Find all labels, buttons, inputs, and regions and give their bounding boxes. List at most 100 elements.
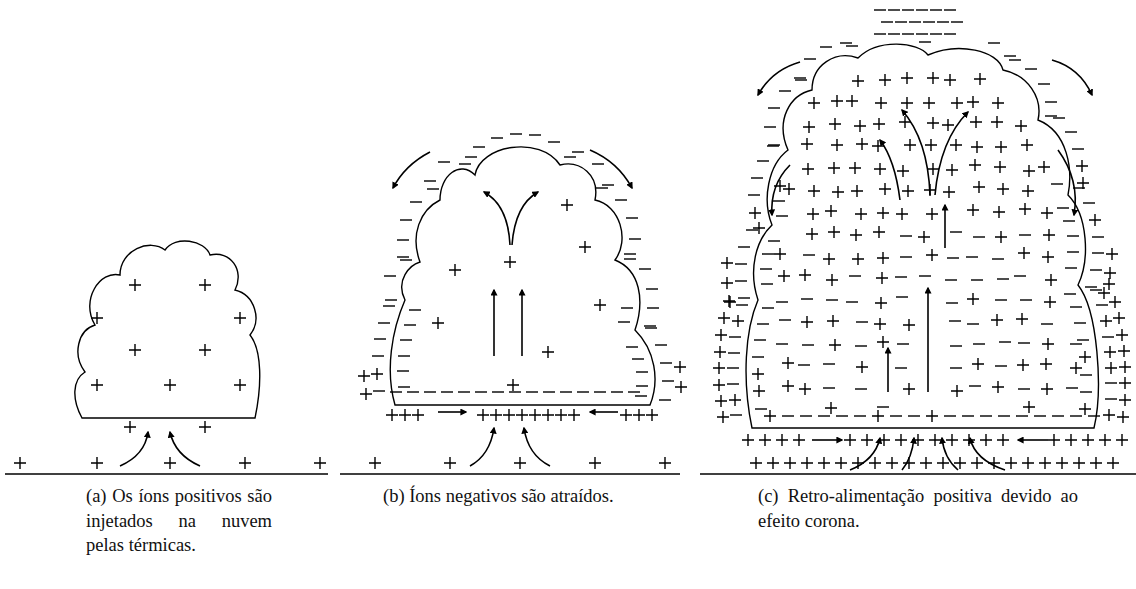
positive-ion [807,208,819,220]
positive-ion [904,139,916,151]
positive-ion [714,346,726,358]
positive-ion [1043,229,1055,241]
negative-ion [397,239,409,240]
positive-ion [721,277,733,289]
positive-ion [808,97,820,109]
positive-ion [1022,457,1034,469]
positive-ion [828,162,840,174]
positive-ion [803,121,815,133]
positive-ion [675,381,687,393]
positive-ion [877,336,889,348]
positive-ion [963,434,975,446]
negative-ion [923,21,935,22]
negative-ion [564,156,576,157]
positive-ion [846,95,858,107]
negative-ion [404,324,416,325]
positive-ion [1070,362,1082,374]
positive-ion [923,97,935,109]
positive-ion [516,409,528,421]
negative-ion [636,385,648,386]
negative-ion [1016,415,1028,416]
negative-ion [459,163,471,164]
positive-ion [1038,161,1050,173]
positive-ion [749,207,761,219]
negative-ion [629,238,641,239]
positive-ion [872,410,884,422]
positive-ion [620,409,632,421]
negative-ion [628,391,640,392]
positive-ion [823,253,835,265]
positive-ion [234,312,246,324]
negative-ion [1057,207,1069,208]
negative-ion [662,380,674,381]
positive-ion [973,181,985,193]
positive-ion [589,457,601,469]
negative-ion [752,356,764,357]
flow-arrow [493,290,495,356]
negative-ion [1074,322,1086,323]
positive-ion [801,457,813,469]
positive-ion [1018,247,1030,259]
positive-ion [1056,457,1068,469]
negative-ion [768,144,780,145]
negative-ion [949,320,961,321]
negative-ion [1025,68,1037,69]
positive-ion [360,388,372,400]
positive-ion [829,339,841,351]
negative-ion [973,236,985,237]
positive-ion [568,409,580,421]
positive-ion [875,97,887,109]
negative-ion [390,391,402,392]
positive-ion [877,252,889,264]
negative-ion [895,21,907,22]
positive-ion [199,421,211,433]
positive-ion [972,358,984,370]
positive-ion [920,457,932,469]
positive-ion [1107,457,1119,469]
positive-ion [994,161,1006,173]
flow-arrow [1052,60,1092,95]
negative-ion [397,370,409,371]
positive-ion [542,346,554,358]
positive-ion [825,402,837,414]
positive-ion [91,312,103,324]
positive-ion [992,97,1004,109]
flow-arrow [902,110,930,195]
flow-arrow [887,348,889,392]
negative-ion [594,391,606,392]
positive-ion [946,434,958,446]
flow-arrow [170,432,200,466]
negative-ion [919,275,931,276]
positive-ion [829,118,841,130]
negative-ion [776,215,788,216]
negative-ion [855,345,867,346]
positive-ion [164,457,176,469]
cloud-outlines [75,44,1098,428]
positive-ion [886,457,898,469]
negative-ion [919,41,931,42]
negative-ion [773,200,785,201]
flow-arrow [850,438,880,470]
positive-ion [849,162,861,174]
positive-ion [507,379,519,391]
positive-ion [971,141,983,153]
negative-ion [730,414,742,415]
positive-ion [897,165,909,177]
flow-arrow [521,290,523,356]
negative-ion [736,304,748,305]
negative-ion [655,344,667,345]
positive-ion [124,421,136,433]
negative-ion [897,343,909,344]
flow-arrow [590,150,632,188]
negative-ion [874,9,886,10]
positive-ion [879,74,891,86]
negative-ion [1034,415,1046,416]
positive-ion [729,394,741,406]
positive-ion [980,434,992,446]
negative-ion [782,415,794,416]
positive-ion [852,75,864,87]
positive-ion [369,457,381,469]
negative-ion [1070,415,1082,416]
negative-ion [988,42,1000,43]
negative-ion [385,299,397,300]
